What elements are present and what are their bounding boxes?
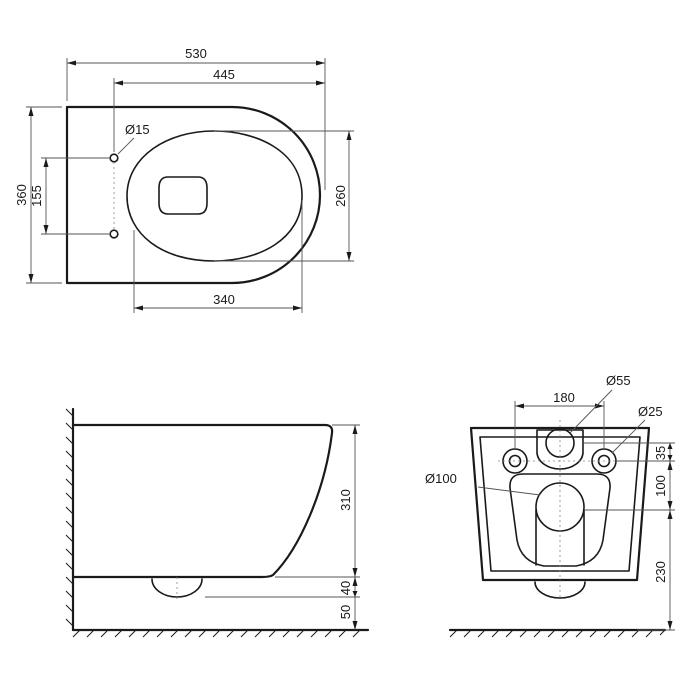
dim-hole-diameter: Ø15 bbox=[125, 122, 150, 137]
dim-mount-to-front: 445 bbox=[213, 67, 235, 82]
top-view-rim-opening bbox=[158, 176, 208, 215]
dim-inlet-to-outlet: 100 bbox=[653, 475, 668, 497]
rear-view: 180 Ø55 Ø25 Ø100 35 100 230 bbox=[425, 373, 675, 638]
dim-bolt-hole-diameter: Ø25 bbox=[638, 404, 663, 419]
rear-view-bottom-outlet bbox=[534, 581, 586, 599]
dim-overall-width: 360 bbox=[14, 184, 29, 206]
dim-hole-spacing: 155 bbox=[29, 185, 44, 207]
dim-bowl-length: 340 bbox=[213, 292, 235, 307]
dim-body-height: 310 bbox=[338, 489, 353, 511]
mounting-hole-upper bbox=[109, 153, 119, 163]
dim-outlet-height: 40 bbox=[338, 581, 353, 595]
dim-bolt-spacing: 180 bbox=[553, 390, 575, 405]
side-view-outlet bbox=[151, 578, 203, 598]
dim-floor-clearance: 50 bbox=[338, 605, 353, 619]
mounting-hole-lower bbox=[109, 229, 119, 239]
top-view: 530 445 Ø15 360 155 260 bbox=[14, 46, 354, 313]
dim-outlet-diameter: Ø100 bbox=[425, 471, 457, 486]
rear-view-outlet-housing bbox=[509, 473, 611, 567]
rear-view-inner-frame bbox=[479, 436, 641, 572]
dim-overall-length: 530 bbox=[185, 46, 207, 61]
side-view-body bbox=[71, 423, 334, 579]
top-view-bowl bbox=[126, 130, 303, 262]
rear-view-inlet bbox=[545, 428, 575, 458]
rear-view-outline bbox=[469, 426, 651, 582]
dim-bowl-width: 260 bbox=[333, 185, 348, 207]
dim-inlet-offset: 35 bbox=[653, 446, 668, 460]
rear-view-inlet-housing bbox=[536, 429, 584, 470]
top-view-outline bbox=[65, 105, 322, 285]
side-view: 310 40 50 bbox=[65, 407, 370, 638]
dim-outlet-to-floor: 230 bbox=[653, 561, 668, 583]
dim-inlet-diameter: Ø55 bbox=[606, 373, 631, 388]
